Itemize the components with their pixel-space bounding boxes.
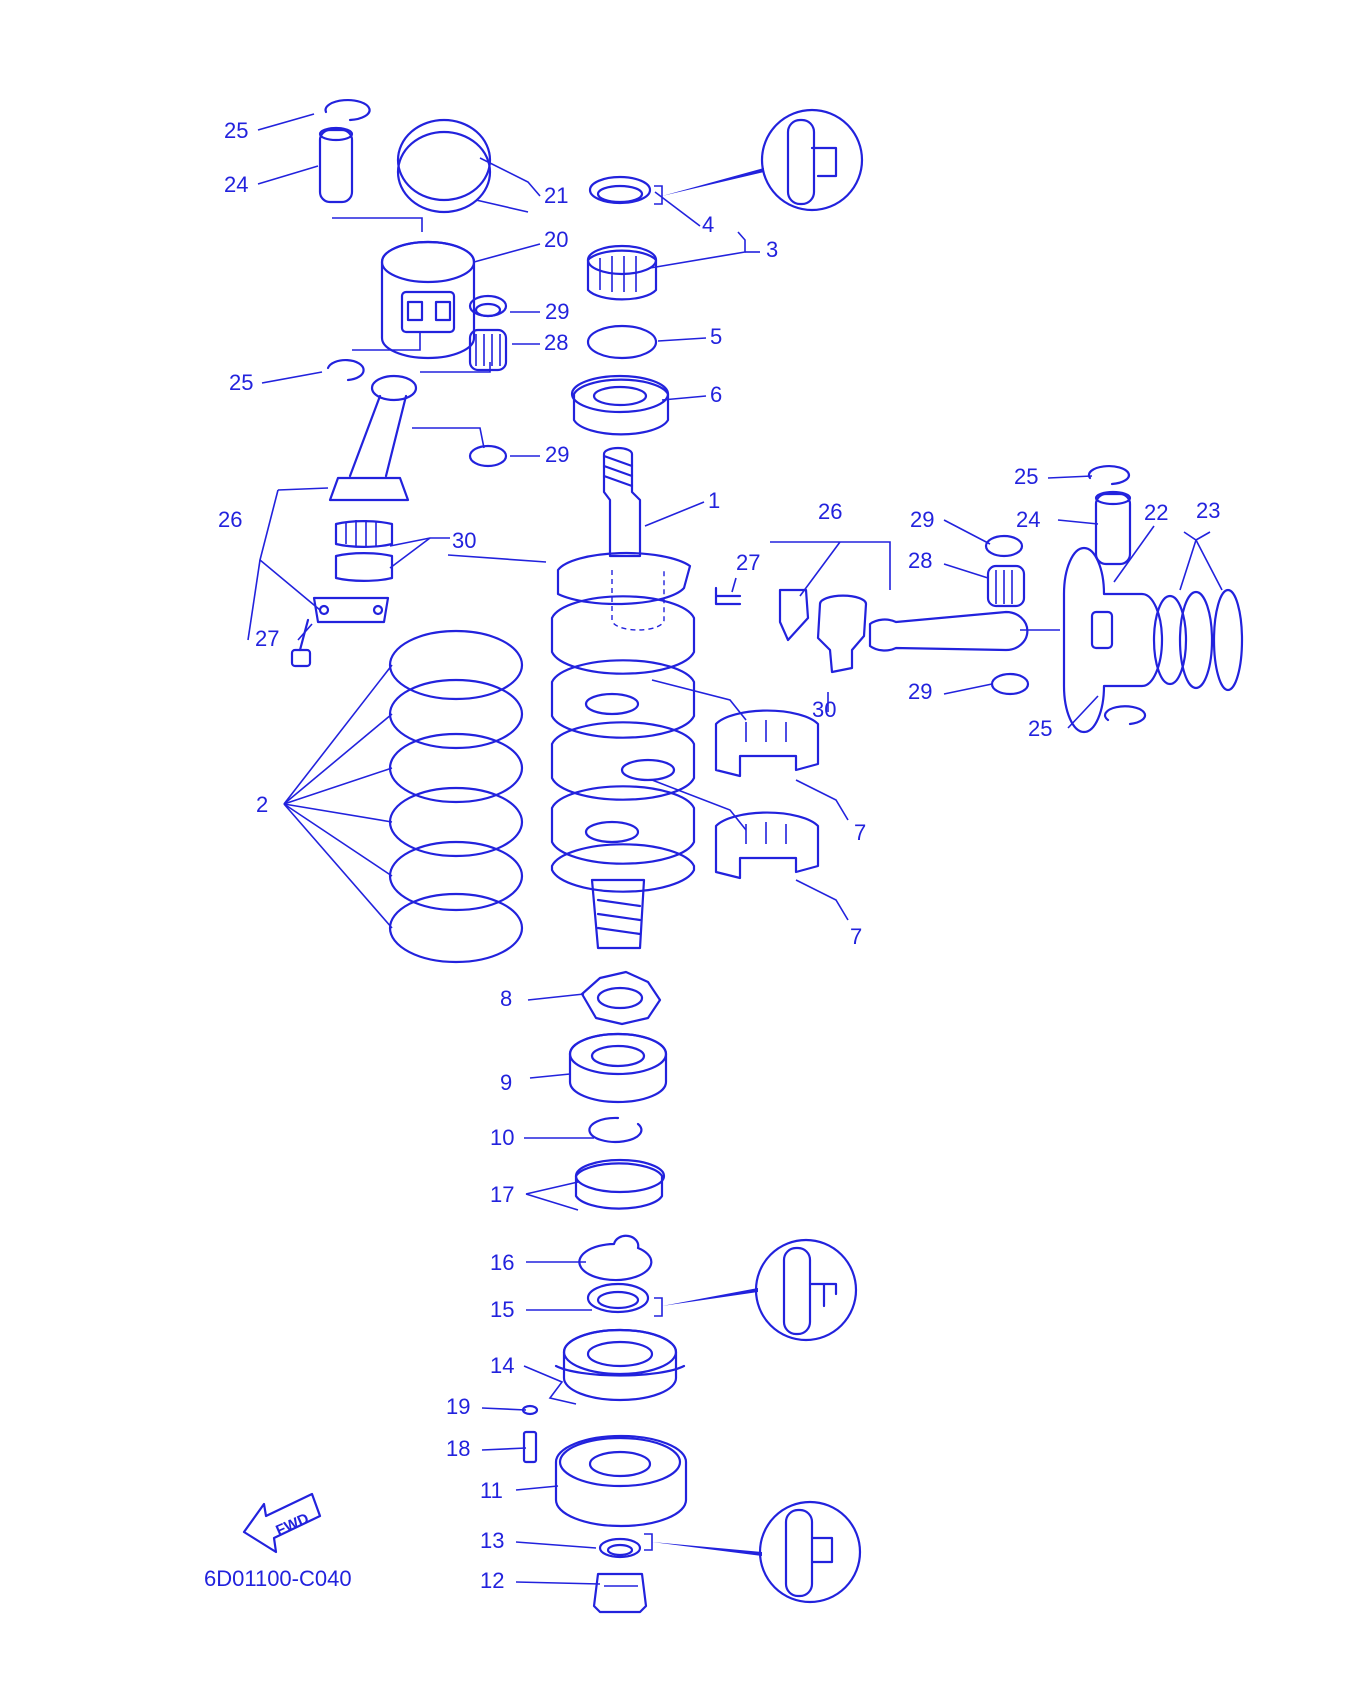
label-22[interactable]: 22	[1144, 500, 1168, 525]
label-11[interactable]: 11	[480, 1478, 503, 1503]
piston-rings-2	[388, 629, 524, 964]
label-29[interactable]: 29	[908, 679, 932, 704]
callout-seal-top	[662, 108, 864, 212]
part-number-labels: 25 24 21 20 4 3 29 28 5 25 6 29 1 26 30 …	[204, 118, 1220, 1593]
label-14[interactable]: 14	[490, 1353, 514, 1378]
label-6[interactable]: 6	[710, 382, 722, 407]
label-27[interactable]: 27	[736, 550, 760, 575]
label-23[interactable]: 23	[1196, 498, 1220, 523]
callout-seal-middle	[662, 1238, 858, 1342]
piston-assembly-right	[714, 465, 1244, 734]
label-3[interactable]: 3	[766, 237, 778, 262]
label-25[interactable]: 25	[1028, 716, 1052, 741]
label-25[interactable]: 25	[224, 118, 248, 143]
callout-seal-bottom	[652, 1500, 862, 1604]
crankshaft	[550, 446, 696, 950]
label-10[interactable]: 10	[490, 1125, 514, 1150]
label-13[interactable]: 13	[480, 1528, 504, 1553]
piston-assembly-upper	[290, 98, 508, 668]
leaders-part-2	[283, 664, 393, 929]
label-5[interactable]: 5	[710, 324, 722, 349]
label-29[interactable]: 29	[910, 507, 934, 532]
label-28[interactable]: 28	[544, 330, 568, 355]
main-bearings-top-stack	[570, 175, 670, 436]
label-25[interactable]: 25	[1014, 464, 1038, 489]
label-15[interactable]: 15	[490, 1297, 514, 1322]
label-28[interactable]: 28	[908, 548, 932, 573]
label-17[interactable]: 17	[490, 1182, 514, 1207]
label-2[interactable]: 2	[256, 792, 268, 817]
label-8[interactable]: 8	[500, 986, 512, 1011]
label-1[interactable]: 1	[708, 488, 720, 513]
label-12[interactable]: 12	[480, 1568, 504, 1593]
label-25[interactable]: 25	[229, 370, 253, 395]
label-18[interactable]: 18	[446, 1436, 470, 1461]
label-30[interactable]: 30	[812, 697, 836, 722]
crank-webs	[550, 595, 696, 893]
label-21[interactable]: 21	[544, 183, 568, 208]
label-4[interactable]: 4	[702, 212, 714, 237]
drawing-code: 6D01100-C040	[204, 1566, 352, 1591]
label-30[interactable]: 30	[452, 528, 476, 553]
label-16[interactable]: 16	[490, 1250, 514, 1275]
label-29[interactable]: 29	[545, 442, 569, 467]
fwd-arrow-icon: FWD	[242, 1492, 322, 1554]
label-26[interactable]: 26	[818, 499, 842, 524]
split-main-bearings-7	[714, 709, 820, 880]
label-20[interactable]: 20	[544, 227, 568, 252]
label-24[interactable]: 24	[224, 172, 248, 197]
leader-lines	[247, 113, 1223, 1585]
label-7[interactable]: 7	[850, 924, 862, 949]
label-29[interactable]: 29	[545, 299, 569, 324]
label-24[interactable]: 24	[1016, 507, 1040, 532]
label-7[interactable]: 7	[854, 820, 866, 845]
label-19[interactable]: 19	[446, 1394, 470, 1419]
label-27[interactable]: 27	[255, 626, 279, 651]
lower-bearing-seal-stack	[521, 970, 688, 1614]
label-9[interactable]: 9	[500, 1070, 512, 1095]
label-26[interactable]: 26	[218, 507, 242, 532]
